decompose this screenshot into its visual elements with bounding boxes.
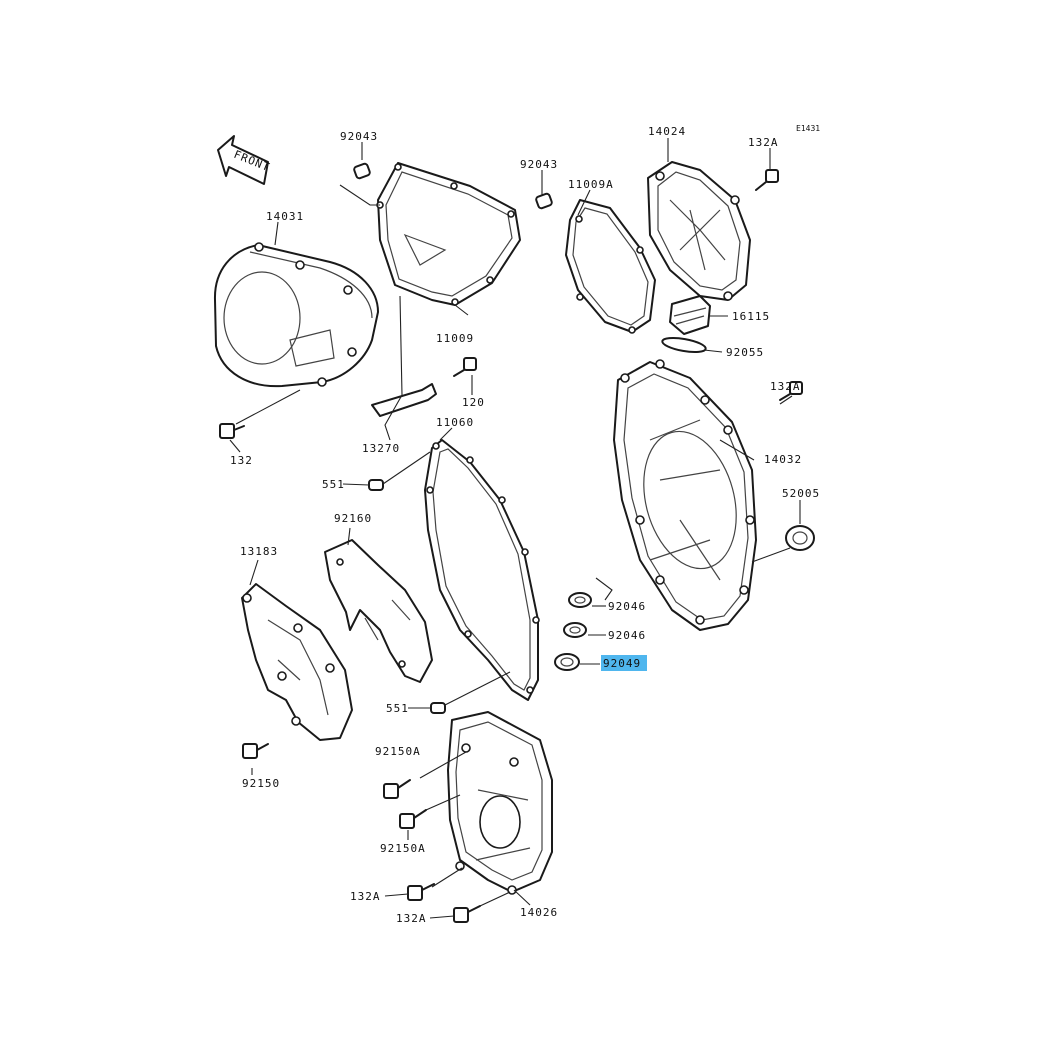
- bolt-92150a-1-icon[interactable]: [383, 779, 411, 799]
- part-11009-gasket[interactable]: [376, 162, 521, 306]
- label-11009a[interactable]: 11009A: [568, 178, 614, 191]
- part-14024-cover[interactable]: [647, 161, 751, 301]
- part-16115-cap[interactable]: [669, 295, 711, 335]
- label-92150a-1[interactable]: 92150A: [375, 745, 421, 758]
- label-92150a-2[interactable]: 92150A: [380, 842, 426, 855]
- label-92046-b[interactable]: 92046: [608, 629, 646, 642]
- label-14031[interactable]: 14031: [266, 210, 304, 223]
- part-11060-gasket[interactable]: [424, 439, 540, 701]
- part-11009a-gasket[interactable]: [565, 199, 656, 334]
- label-551-b[interactable]: 551: [386, 702, 409, 715]
- label-13270[interactable]: 13270: [362, 442, 400, 455]
- bolt-132-icon[interactable]: [219, 423, 245, 439]
- part-551-dowel-a[interactable]: [368, 479, 384, 491]
- label-14026[interactable]: 14026: [520, 906, 558, 919]
- part-13270-plate[interactable]: [371, 383, 437, 417]
- part-92043-dowel-a[interactable]: [353, 162, 371, 180]
- label-92046-a[interactable]: 92046: [608, 600, 646, 613]
- label-92043-a[interactable]: 92043: [340, 130, 378, 143]
- part-92160-plate[interactable]: [324, 539, 433, 683]
- label-132a-1[interactable]: 132A: [748, 136, 779, 149]
- label-120[interactable]: 120: [462, 396, 485, 409]
- bolt-92150-icon[interactable]: [242, 743, 269, 759]
- label-52005[interactable]: 52005: [782, 487, 820, 500]
- part-551-dowel-b[interactable]: [430, 702, 446, 714]
- front-arrow-icon: FRONT: [217, 135, 272, 185]
- label-92043-b[interactable]: 92043: [520, 158, 558, 171]
- bolt-132a-4-icon[interactable]: [453, 905, 481, 923]
- part-13183-plate[interactable]: [241, 583, 353, 741]
- part-92046-collar-b[interactable]: [563, 622, 587, 638]
- part-92049-seal[interactable]: [554, 653, 580, 671]
- label-132a-2[interactable]: 132A: [770, 380, 801, 393]
- label-132[interactable]: 132: [230, 454, 253, 467]
- label-14024[interactable]: 14024: [648, 125, 686, 138]
- bolt-92150a-2-icon[interactable]: [399, 809, 427, 829]
- label-92049[interactable]: 92049: [603, 657, 641, 670]
- label-13183[interactable]: 13183: [240, 545, 278, 558]
- part-92043-dowel-b[interactable]: [535, 192, 553, 210]
- label-92150[interactable]: 92150: [242, 777, 280, 790]
- diagram-code: E1431: [796, 124, 820, 133]
- label-11009[interactable]: 11009: [436, 332, 474, 345]
- leader-lines: [229, 138, 801, 919]
- bolt-132a-1-icon[interactable]: [755, 169, 779, 191]
- part-14026-cover[interactable]: [447, 711, 553, 895]
- label-16115[interactable]: 16115: [732, 310, 770, 323]
- label-14032[interactable]: 14032: [764, 453, 802, 466]
- part-92046-collar-a[interactable]: [568, 592, 592, 608]
- bolt-132a-2-icon[interactable]: [779, 381, 803, 401]
- label-132a-4[interactable]: 132A: [396, 912, 427, 925]
- part-14031-cover[interactable]: [213, 242, 379, 388]
- highlight-92049: [601, 655, 647, 671]
- label-551-a[interactable]: 551: [322, 478, 345, 491]
- label-92160[interactable]: 92160: [334, 512, 372, 525]
- bolt-120-icon[interactable]: [453, 357, 477, 377]
- label-92055[interactable]: 92055: [726, 346, 764, 359]
- label-11060[interactable]: 11060: [436, 416, 474, 429]
- part-52005-seal[interactable]: [785, 525, 815, 551]
- part-labels: 92043 92043 14031 11009 11009A 14024 132…: [230, 125, 820, 925]
- label-132a-3[interactable]: 132A: [350, 890, 381, 903]
- part-92055-o-ring[interactable]: [661, 335, 707, 354]
- part-14032-clutch-cover[interactable]: [613, 359, 757, 631]
- bolt-132a-3-icon[interactable]: [407, 883, 435, 901]
